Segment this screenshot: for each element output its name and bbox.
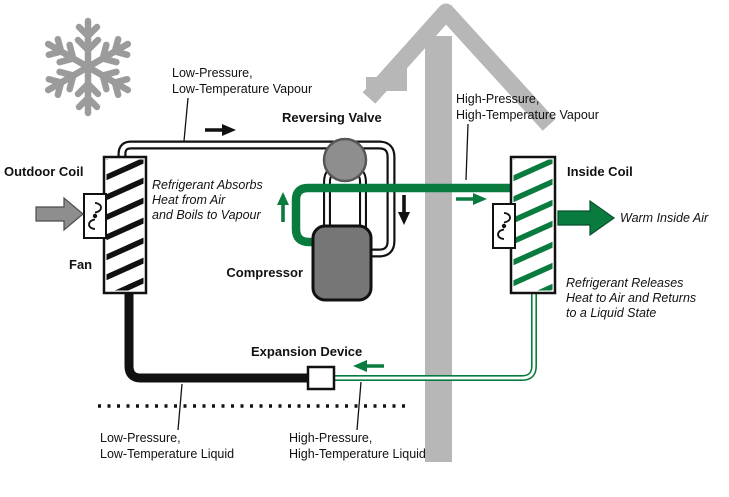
cold-liquid-pipe [124,290,310,383]
inside-coil-unit [509,155,557,295]
outdoor-air-arrow-icon [35,196,84,232]
label-warm-inside-air: Warm Inside Air [620,211,709,225]
label-releases-3: to a Liquid State [566,306,656,320]
pointer-hp-liquid [356,381,362,431]
fan-icon [497,212,511,240]
pointer-lp-liquid [177,383,183,431]
outdoor-coil-unit [102,155,148,295]
label-lp-liquid-2: Low-Temperature Liquid [100,447,234,461]
label-absorbs-3: and Boils to Vapour [152,208,261,222]
inside-coil-hatch [513,159,553,291]
label-lp-vapour-2: Low-Temperature Vapour [172,82,312,96]
fan-icon [88,202,102,230]
house-roof-step [366,58,407,91]
label-expansion-device: Expansion Device [251,344,362,359]
label-inside-coil: Inside Coil [567,164,633,179]
hot-vapour-pipe [291,183,516,247]
house [362,3,556,462]
indoor-fan [492,203,516,249]
outdoor-fan [83,193,107,239]
warm-air-arrow-icon [557,199,616,237]
label-lp-liquid-1: Low-Pressure, [100,431,181,445]
label-hp-liquid-2: High-Temperature Liquid [289,447,426,461]
label-lp-vapour-1: Low-Pressure, [172,66,253,80]
label-fan: Fan [69,257,92,272]
label-hp-liquid-1: High-Pressure, [289,431,372,445]
label-releases-1: Refrigerant Releases [566,276,683,290]
label-hp-vapour-1: High-Pressure, [456,92,539,106]
pointer-hp-vapour [465,123,469,181]
label-releases-2: Heat to Air and Returns [566,291,696,305]
snowflake-icon [43,21,133,113]
label-outdoor-coil: Outdoor Coil [4,164,83,179]
outdoor-coil-hatch [106,159,144,291]
label-reversing-valve: Reversing Valve [282,110,382,125]
label-absorbs-1: Refrigerant Absorbs [152,178,263,192]
expansion-device [306,365,336,391]
pointer-lp-vapour [183,97,189,142]
compressor [311,224,373,302]
flow-arrow-down-black-icon [398,195,410,225]
reversing-valve [322,137,368,183]
house-wall [425,36,452,462]
cold-vapour-pipe [117,140,396,258]
flow-arrow-right-green-icon [456,193,487,205]
flow-arrow-left-green-icon [353,360,384,372]
label-absorbs-2: Heat from Air [152,193,226,207]
flow-arrow-up-green-icon [277,192,289,222]
flow-arrow-right-black-icon [205,124,236,136]
label-hp-vapour-2: High-Temperature Vapour [456,108,599,122]
hot-liquid-pipe [332,290,537,381]
label-compressor: Compressor [226,265,303,280]
